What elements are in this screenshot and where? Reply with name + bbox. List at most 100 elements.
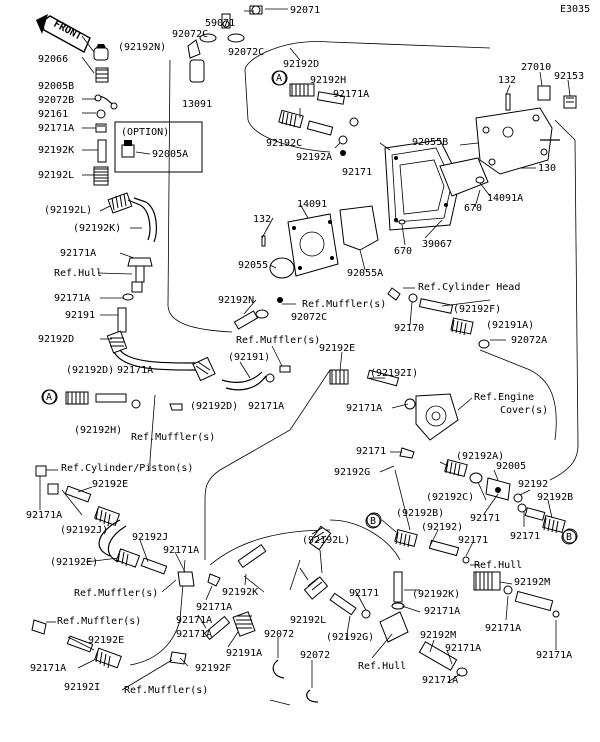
- label-ref-hull: Ref.Hull: [54, 268, 102, 279]
- label-92171a: 92171A: [485, 623, 521, 634]
- label-ref-muffler: Ref.Muffler(s): [236, 335, 320, 346]
- label-39067: 39067: [422, 239, 452, 250]
- label-92192f: 92192F: [195, 663, 231, 674]
- label-ref-hull: Ref.Hull: [474, 560, 522, 571]
- label-92192h: (92192H): [74, 425, 122, 436]
- label-92192: (92192): [421, 522, 463, 533]
- label-92171: 92171: [458, 535, 488, 546]
- hull-fitting: [106, 257, 201, 371]
- right-cover-plate: [475, 85, 577, 175]
- label-92192e: (92192E): [50, 557, 98, 568]
- upper-middle-hoses: [272, 70, 359, 156]
- label-92192k: (92192K): [412, 589, 460, 600]
- circle-b: B: [370, 516, 376, 527]
- label-92192c: 92192C: [266, 138, 302, 149]
- label-92171: 92171: [356, 446, 386, 457]
- label-92192g: (92192G): [326, 632, 374, 643]
- label-670: 670: [394, 246, 412, 257]
- label-92161: 92161: [38, 109, 68, 120]
- label-92171a: 92171A: [30, 663, 66, 674]
- label-92171a: 92171A: [445, 643, 481, 654]
- label-92192a: (92192A): [456, 451, 504, 462]
- circle-b: B: [566, 532, 572, 543]
- label-92072: 92072: [264, 629, 294, 640]
- label-92072c: 92072C: [228, 47, 264, 58]
- cylinder-head-hoses: [387, 287, 490, 349]
- label-27010: 27010: [521, 62, 551, 73]
- label-92192: 92192: [518, 479, 548, 490]
- label-92192i: (92192I): [370, 368, 418, 379]
- label-92192d: (92192D): [66, 365, 114, 376]
- label-92192c: (92192C): [426, 492, 474, 503]
- label-92171a: 92171A: [26, 510, 62, 521]
- label-92171: 92171: [342, 167, 372, 178]
- label-92192e: 92192E: [92, 479, 128, 490]
- part-labels: 59071 92071 92072C (92192N) 92072C 92066…: [26, 5, 584, 696]
- label-ref-hull: Ref.Hull: [358, 661, 406, 672]
- label-92192n: (92192N): [118, 42, 166, 53]
- label-92191a: 92191A: [226, 648, 262, 659]
- label-92192k: 92192K: [222, 587, 258, 598]
- label-92005a: 92005A: [152, 149, 188, 160]
- circle-a: A: [276, 73, 282, 84]
- label-92171a: 92171A: [333, 89, 369, 100]
- top-parts: [187, 5, 263, 83]
- label-92171a: 92171A: [60, 248, 96, 259]
- label-92005b: 92005B: [38, 81, 74, 92]
- label-ref-engine-covers: Cover(s): [500, 405, 548, 416]
- label-ref-cylinder-head: Ref.Cylinder Head: [418, 282, 520, 293]
- leader-lines: [46, 8, 571, 691]
- label-92192d: (92192D): [190, 401, 238, 412]
- label-130: 130: [538, 163, 556, 174]
- label-ref-muffler: Ref.Muffler(s): [131, 432, 215, 443]
- hose-92192l-k: [107, 192, 157, 243]
- label-59071: 59071: [205, 18, 235, 29]
- label-92055b: 92055B: [412, 137, 448, 148]
- label-92072a: 92072A: [511, 335, 547, 346]
- label-92170: 92170: [394, 323, 424, 334]
- label-92072c: 92072C: [291, 312, 327, 323]
- label-ref-engine: Ref.Engine: [474, 392, 534, 403]
- label-92153: 92153: [554, 71, 584, 82]
- label-92192l: (92192L): [302, 535, 350, 546]
- label-92171a: 92171A: [176, 629, 212, 640]
- label-92171a: 92171A: [422, 675, 458, 686]
- label-ref-cylinder-piston: Ref.Cylinder/Piston(s): [61, 463, 193, 474]
- label-92171a: 92171A: [117, 365, 153, 376]
- label-ref-muffler: Ref.Muffler(s): [74, 588, 158, 599]
- front-arrow-icon: FRONT: [36, 14, 91, 53]
- label-92072: 92072: [300, 650, 330, 661]
- label-92055a: 92055A: [347, 268, 383, 279]
- right-lower-hoses: [366, 459, 578, 618]
- label-92171a: 92171A: [346, 403, 382, 414]
- label-670: 670: [464, 203, 482, 214]
- label-92171: 92171: [349, 588, 379, 599]
- label-14091: 14091: [297, 199, 327, 210]
- label-92192l: (92192L): [44, 205, 92, 216]
- label-92171a: 92171A: [196, 602, 232, 613]
- label-92072c: 92072C: [172, 29, 208, 40]
- label-92192d: 92192D: [283, 59, 319, 70]
- label-92191: (92191): [228, 352, 270, 363]
- left-column-parts: [93, 44, 135, 186]
- circle-a: A: [46, 392, 52, 403]
- label-92171: 92171: [470, 513, 500, 524]
- label-92191a: (92191A): [486, 320, 534, 331]
- label-92071: 92071: [290, 5, 320, 16]
- bottom-hoses: [31, 571, 468, 703]
- label-92192f: (92192F): [453, 304, 501, 315]
- label-92192n: 92192N: [218, 295, 254, 306]
- label-92192m: 92192M: [420, 630, 456, 641]
- label-14091a: 14091A: [487, 193, 523, 204]
- label-132: 132: [253, 214, 271, 225]
- label-92192k: (92192K): [73, 223, 121, 234]
- plate-14091: [261, 205, 379, 279]
- diagram-code: E3035: [560, 4, 590, 15]
- option-box: [114, 121, 203, 173]
- label-92005: 92005: [496, 461, 526, 472]
- label-92192e: 92192E: [319, 343, 355, 354]
- label-ref-muffler: Ref.Muffler(s): [124, 685, 208, 696]
- label-92192j: 92192J: [132, 532, 168, 543]
- label-92171a: 92171A: [38, 123, 74, 134]
